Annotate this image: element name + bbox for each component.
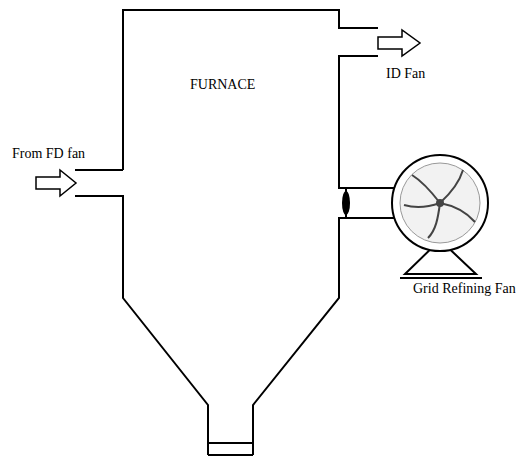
inlet-duct: [75, 169, 123, 171]
part-label: From FD fan: [12, 146, 85, 163]
part-label: Grid Refining Fan: [413, 281, 516, 298]
furnace-wall: [253, 218, 346, 455]
furnace-wall: [339, 56, 378, 188]
part-label: ID Fan: [386, 66, 425, 83]
furnace-label: FURNACE: [190, 77, 255, 94]
furnace-body: FURNACE: [124, 11, 338, 297]
fan-duct: [346, 217, 398, 219]
fan-duct: [346, 187, 398, 189]
outlet-line: [208, 442, 253, 444]
fan-blades: [404, 170, 475, 238]
fan-casing: [392, 155, 488, 251]
outlet-line: [208, 454, 253, 456]
flow-arrow: [36, 170, 76, 196]
furnace-wall: [75, 196, 208, 455]
flow-arrow: [378, 30, 420, 56]
fan-hub: [436, 199, 444, 207]
fan-base: [400, 277, 482, 279]
damper: [342, 191, 350, 215]
fan-wheel: [400, 163, 480, 243]
